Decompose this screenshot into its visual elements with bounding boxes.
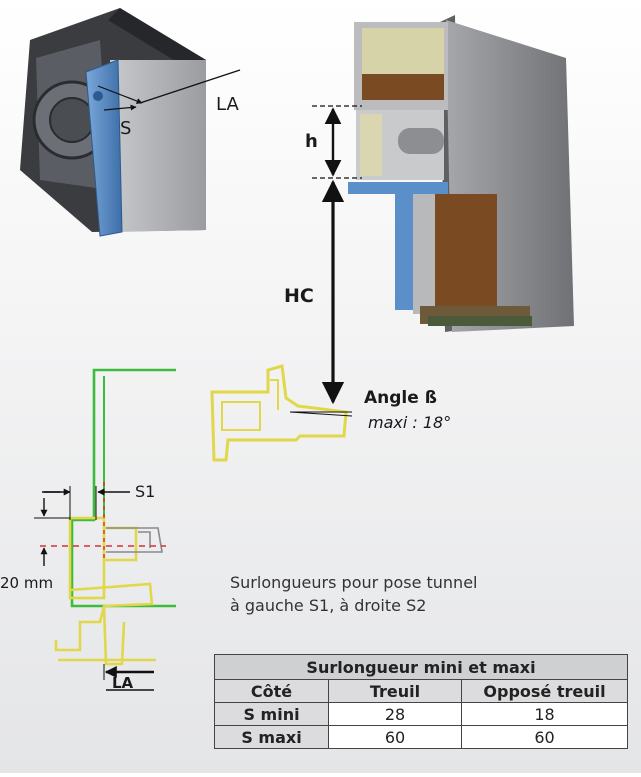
row-label-s-mini: S mini bbox=[214, 702, 329, 726]
label-20mm: 20 mm bbox=[0, 574, 54, 592]
label-la-top: LA bbox=[216, 94, 239, 115]
la-top-leader bbox=[139, 69, 241, 104]
table-caption: Surlongueur mini et maxi bbox=[213, 654, 629, 680]
label-angle-max: maxi : 18° bbox=[368, 413, 452, 432]
s-leader-b bbox=[103, 104, 137, 111]
label-h: h bbox=[305, 131, 318, 152]
label-angle: Angle ß bbox=[364, 388, 437, 408]
table-header-side: Côté bbox=[214, 679, 329, 703]
tunnel-note: Surlongueurs pour pose tunnel à gauche S… bbox=[230, 571, 477, 617]
cell-s-maxi-winch: 60 bbox=[328, 725, 462, 749]
overlength-table: Surlongueur mini et maxi Côté Treuil Opp… bbox=[213, 654, 629, 749]
table-row: S mini 28 18 bbox=[214, 702, 629, 726]
cell-s-mini-opposite: 18 bbox=[460, 702, 629, 726]
tunnel-cross-section bbox=[54, 368, 176, 666]
tunnel-note-line2: à gauche S1, à droite S2 bbox=[230, 596, 427, 615]
wall-section-3d-view bbox=[348, 15, 574, 332]
sill-profile bbox=[210, 364, 348, 462]
label-s1: S1 bbox=[135, 482, 156, 501]
label-la-bottom: LA bbox=[112, 674, 134, 692]
cell-s-maxi-opposite: 60 bbox=[460, 725, 629, 749]
tunnel-note-line1: Surlongueurs pour pose tunnel bbox=[230, 573, 478, 592]
table-row: S maxi 60 60 bbox=[214, 725, 629, 749]
s-leader-a bbox=[97, 85, 143, 104]
label-s-top: S bbox=[120, 118, 132, 139]
label-hc: HC bbox=[284, 285, 314, 307]
angle-ref-b bbox=[289, 411, 353, 417]
row-label-s-maxi: S maxi bbox=[214, 725, 329, 749]
cell-s-mini-winch: 28 bbox=[328, 702, 462, 726]
shutter-box-3d-view bbox=[20, 8, 206, 237]
table-header-winch: Treuil bbox=[328, 679, 462, 703]
table-header-opposite: Opposé treuil bbox=[460, 679, 629, 703]
